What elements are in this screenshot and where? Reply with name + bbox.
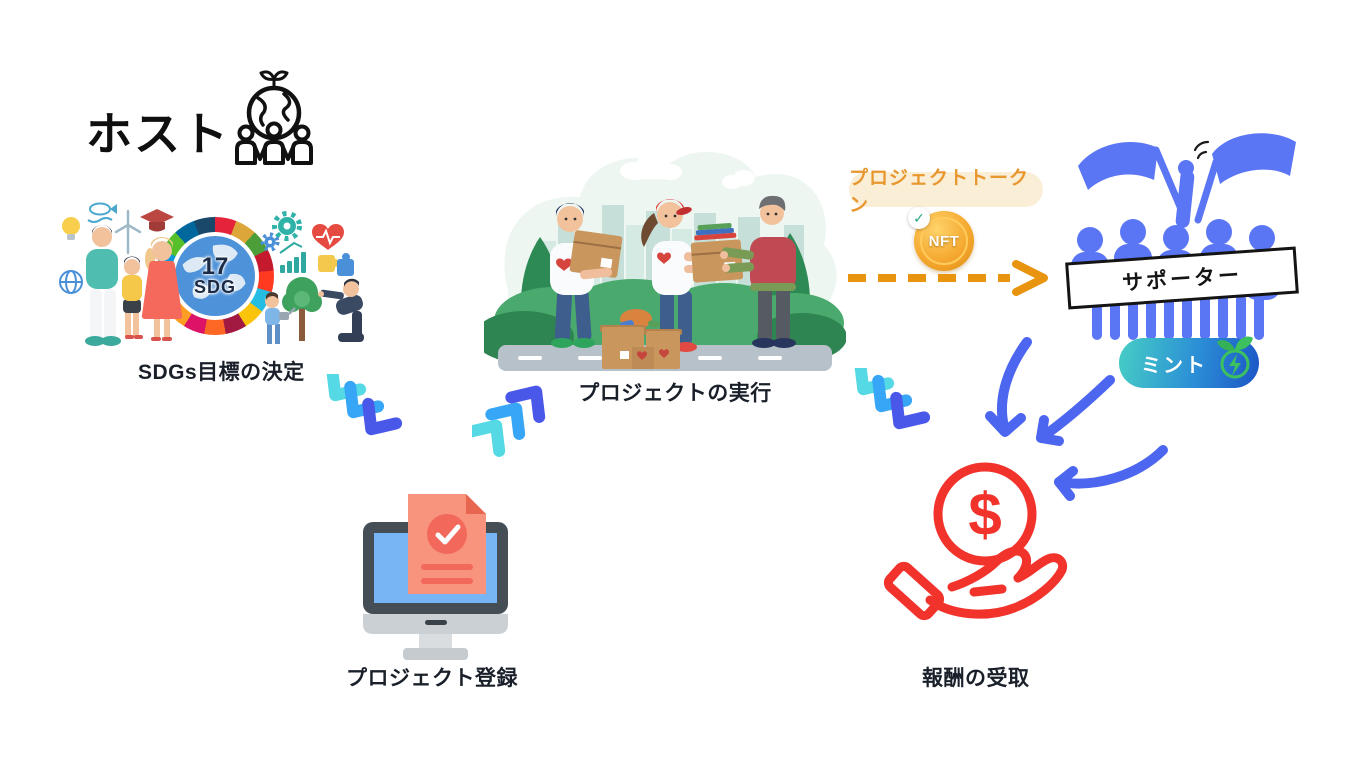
tree: [282, 277, 322, 341]
sdg-wheel-text: 17 SDG: [175, 236, 255, 316]
supporters-crowd-illustration: サポーター: [1065, 133, 1299, 340]
globe-grid-icon: [59, 270, 83, 294]
gears-icon: [260, 211, 302, 252]
nft-coin-label: NFT: [928, 232, 960, 250]
sdgs-figures: [59, 202, 364, 346]
dashed-arrow-icon: [848, 260, 1048, 296]
dollar-sign: $: [968, 481, 1001, 548]
hand-coin-icon: $: [883, 462, 1068, 621]
sdg-globe: [175, 236, 255, 316]
figure-man: [85, 225, 121, 346]
sdgs-illustration: 17 SDG: [50, 193, 386, 355]
fish-icon: [87, 202, 117, 223]
flag-right-icon: [1212, 133, 1296, 184]
monitor-document-icon: [363, 494, 508, 660]
flag-left-icon: [1078, 142, 1158, 190]
lightbulb-icon: [62, 217, 80, 240]
mint-badge: ミント: [1119, 336, 1259, 388]
reward-step-label: 報酬の受取: [922, 667, 1030, 690]
coin-ring: [920, 217, 968, 265]
project-token-badge: プロジェクトトークン: [849, 168, 1043, 216]
figure-kneeling-man: [318, 278, 364, 342]
supporter-banner: サポーター: [1065, 246, 1299, 310]
mint-badge-label: ミント: [1141, 354, 1207, 377]
nft-coin-icon: NFT ✓: [908, 207, 974, 271]
curved-arrows-icon: [985, 337, 1168, 501]
chevron-arrows-down-right-icon-2: [854, 368, 931, 430]
figure-boy: [122, 256, 143, 339]
check-icon: ✓: [908, 207, 930, 229]
volunteer-with-box: [550, 203, 623, 348]
sdg-caption: SDG: [193, 276, 236, 297]
register-step-label: プロジェクト登録: [346, 667, 518, 690]
donation-boxes: [600, 309, 682, 369]
sdg-globe-continents: [182, 244, 246, 299]
chevron-arrows-up-right-icon: [472, 385, 546, 457]
project-token-badge-label: プロジェクトトークン: [849, 167, 1030, 216]
raised-arm: [1175, 170, 1195, 228]
graduation-cap-icon: [140, 209, 174, 232]
crowd-legs: [1092, 294, 1264, 340]
signal-arcs-icon: [1193, 140, 1210, 160]
puzzle-icon: [318, 253, 354, 276]
heart-pulse-icon: [312, 223, 344, 250]
mint-energy-leaf-icon: [1217, 336, 1253, 379]
host-title: ホスト: [86, 108, 230, 160]
project-execution-illustration: [484, 152, 846, 371]
wind-turbine-icon: [114, 209, 142, 255]
sdg-number: 17: [201, 253, 229, 281]
execute-step-label: プロジェクトの実行: [578, 382, 772, 405]
sdgs-step-label: SDGs目標の決定: [138, 361, 305, 384]
figure-woman: [141, 237, 183, 341]
bar-chart-icon: [279, 241, 306, 273]
volunteer-receiver: [720, 195, 796, 348]
globe-sprout-people-icon: [235, 70, 313, 165]
cloud-icon: [620, 154, 755, 189]
chevron-arrows-down-right-icon: [326, 374, 403, 436]
document-check-icon: [408, 494, 486, 594]
figure-waterer: [265, 292, 296, 344]
